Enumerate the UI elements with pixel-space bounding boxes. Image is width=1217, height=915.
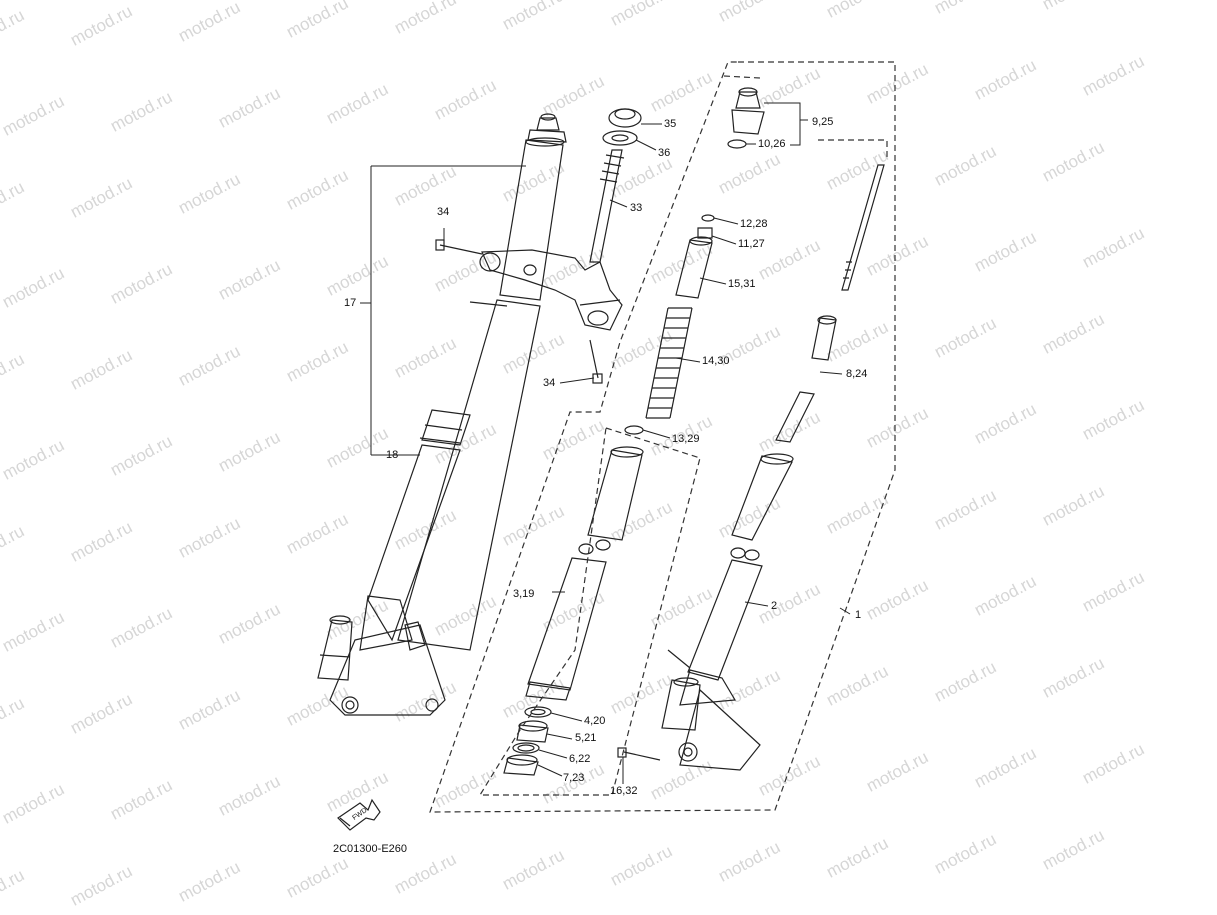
steering-stem [435, 108, 642, 384]
callout-8-24: 8,24 [846, 368, 868, 380]
callout-5-21: 5,21 [575, 732, 597, 744]
callout-17: 17 [344, 297, 357, 309]
fwd-arrow-icon [337, 798, 381, 831]
callout-10-26: 10,26 [758, 138, 786, 150]
callout-14-30: 14,30 [702, 355, 730, 367]
diagram-code: 2C01300-E260 [333, 843, 408, 855]
callout-9-25: 9,25 [812, 116, 834, 128]
callout-1: 1 [855, 609, 862, 621]
damper-components [503, 87, 885, 776]
callout-34-bottom: 34 [543, 377, 556, 389]
assembled-fork [317, 113, 567, 716]
callout-6-22: 6,22 [569, 753, 591, 765]
group-outlines [429, 61, 896, 813]
callout-36: 36 [658, 147, 671, 159]
leader-lines [360, 102, 851, 784]
callout-34-top: 34 [437, 206, 450, 218]
callout-33: 33 [630, 202, 643, 214]
callout-18: 18 [386, 449, 399, 461]
callout-15-31: 15,31 [728, 278, 756, 290]
callout-13-29: 13,29 [672, 433, 700, 445]
callout-12-28: 12,28 [740, 218, 768, 230]
callout-3-19: 3,19 [513, 588, 535, 600]
callout-35: 35 [664, 118, 677, 130]
callout-4-20: 4,20 [584, 715, 606, 727]
callout-11-27: 11,27 [738, 238, 765, 250]
callout-2: 2 [771, 600, 778, 612]
callout-7-23: 7,23 [563, 772, 585, 784]
callout-16-32: 16,32 [610, 785, 638, 797]
